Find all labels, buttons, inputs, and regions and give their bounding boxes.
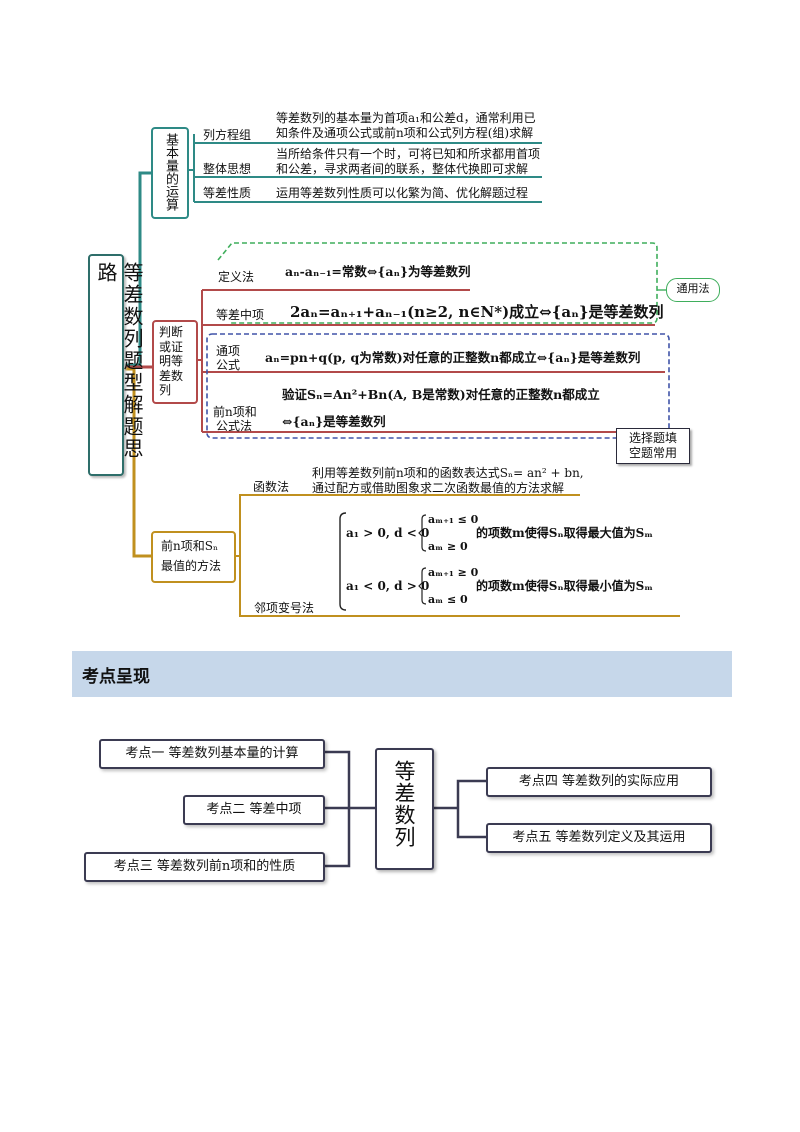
branch-sum-extremum: 前n项和Sₙ 最值的方法 <box>151 531 236 583</box>
item-whole-idea-line2: 和公差，寻求两者间的联系，整体代换即可求解 <box>276 162 529 176</box>
method-sum-1: 前n项和 <box>213 405 257 419</box>
kaodian-center-label: 等差数列 <box>392 760 416 848</box>
item-whole-idea-line1: 当所给条件只有一个时，可将已知和所求都用首项 <box>276 147 541 161</box>
note-choice-fill-line1: 选择题填 <box>628 431 677 445</box>
method-definition: 定义法 <box>218 270 255 284</box>
function-line2: 通过配方或借助图象求二次函数最值的方法求解 <box>312 481 565 495</box>
item-property: 等差性质 <box>203 186 252 200</box>
mindmap-root-label: 等差数列题型解题思路 <box>94 262 144 460</box>
formula-definition: aₙ-aₙ₋₁=常数⇔{aₙ}为等差数列 <box>285 264 471 279</box>
method-function: 函数法 <box>253 480 290 494</box>
kaodian-connectors <box>322 750 487 868</box>
method-middle-term: 等差中项 <box>216 308 265 322</box>
kaodian-2-label: 考点二 等差中项 <box>206 802 302 817</box>
note-general-method-label: 通用法 <box>676 282 710 295</box>
kaodian-2: 考点二 等差中项 <box>183 795 325 825</box>
mindmap-root: 等差数列题型解题思路 <box>88 254 144 476</box>
function-line1: 利用等差数列前n项和的函数表达式Sₙ= an² + bn, <box>312 466 584 480</box>
kaodian-4: 考点四 等差数列的实际应用 <box>486 767 712 797</box>
note-choice-fill-line2: 空题常用 <box>628 446 677 460</box>
branch-basic-operation-label: 基本量的运算 <box>163 133 178 211</box>
item-whole-idea: 整体思想 <box>203 162 252 176</box>
item-equation-system-line2: 知条件及通项公式或前n项和公式列方程(组)求解 <box>276 126 534 140</box>
mindmap-connectors <box>124 134 680 617</box>
method-general-term-1: 通项 <box>216 344 241 358</box>
method-sum-2: 公式法 <box>216 419 253 433</box>
case2-condition: a₁ < 0, d > 0 <box>346 579 430 593</box>
item-equation-system-line1: 等差数列的基本量为首项a₁和公差d，通常利用已 <box>276 111 536 125</box>
case2-result: 的项数m使得Sₙ取得最小值为Sₘ <box>476 579 654 593</box>
branch-judge-sequence: 判断或证明等差数列 <box>152 320 198 404</box>
kaodian-center: 等差数列 <box>375 748 434 870</box>
kaodian-1: 考点一 等差数列基本量的计算 <box>99 739 325 769</box>
method-adjacent-sign: 邻项变号法 <box>254 601 315 615</box>
section-title: 考点呈现 <box>82 667 150 687</box>
case1-bottom: aₘ ≥ 0 <box>428 540 468 553</box>
branch-judge-sequence-label: 判断或证明等差数列 <box>159 325 184 397</box>
case1-result: 的项数m使得Sₙ取得最大值为Sₘ <box>476 526 654 540</box>
kaodian-1-label: 考点一 等差数列基本量的计算 <box>125 746 299 761</box>
formula-sum-2: ⇔{aₙ}是等差数列 <box>282 414 386 429</box>
kaodian-4-label: 考点四 等差数列的实际应用 <box>518 774 680 789</box>
case1-condition: a₁ > 0, d < 0 <box>346 526 430 540</box>
formula-general-term: aₙ=pn+q(p, q为常数)对任意的正整数n都成立⇔{aₙ}是等差数列 <box>265 350 641 365</box>
kaodian-3: 考点三 等差数列前n项和的性质 <box>84 852 325 882</box>
kaodian-3-label: 考点三 等差数列前n项和的性质 <box>113 859 296 874</box>
case2-bottom: aₘ ≤ 0 <box>428 593 468 606</box>
kaodian-5: 考点五 等差数列定义及其运用 <box>486 823 712 853</box>
formula-sum-1: 验证Sₙ=An²+Bn(A, B是常数)对任意的正整数n都成立 <box>282 387 600 402</box>
item-property-line1: 运用等差数列性质可以化繁为简、优化解题过程 <box>276 186 529 200</box>
method-general-term-2: 公式 <box>216 358 241 372</box>
case1-top: aₘ₊₁ ≤ 0 <box>428 513 479 526</box>
case2-top: aₘ₊₁ ≥ 0 <box>428 566 479 579</box>
branch-basic-operation: 基本量的运算 <box>151 127 189 219</box>
branch-sum-extremum-line1: 前n项和Sₙ <box>161 539 219 553</box>
kaodian-5-label: 考点五 等差数列定义及其运用 <box>512 830 686 845</box>
item-equation-system: 列方程组 <box>203 128 252 142</box>
note-general-method: 通用法 <box>666 278 720 302</box>
note-choice-fill: 选择题填 空题常用 <box>616 428 690 464</box>
section-header: 考点呈现 <box>72 651 732 697</box>
branch-sum-extremum-line2: 最值的方法 <box>161 559 222 573</box>
formula-middle-term: 2aₙ=aₙ₊₁+aₙ₋₁(n≥2, n∈N*)成立⇔{aₙ}是等差数列 <box>290 303 664 321</box>
